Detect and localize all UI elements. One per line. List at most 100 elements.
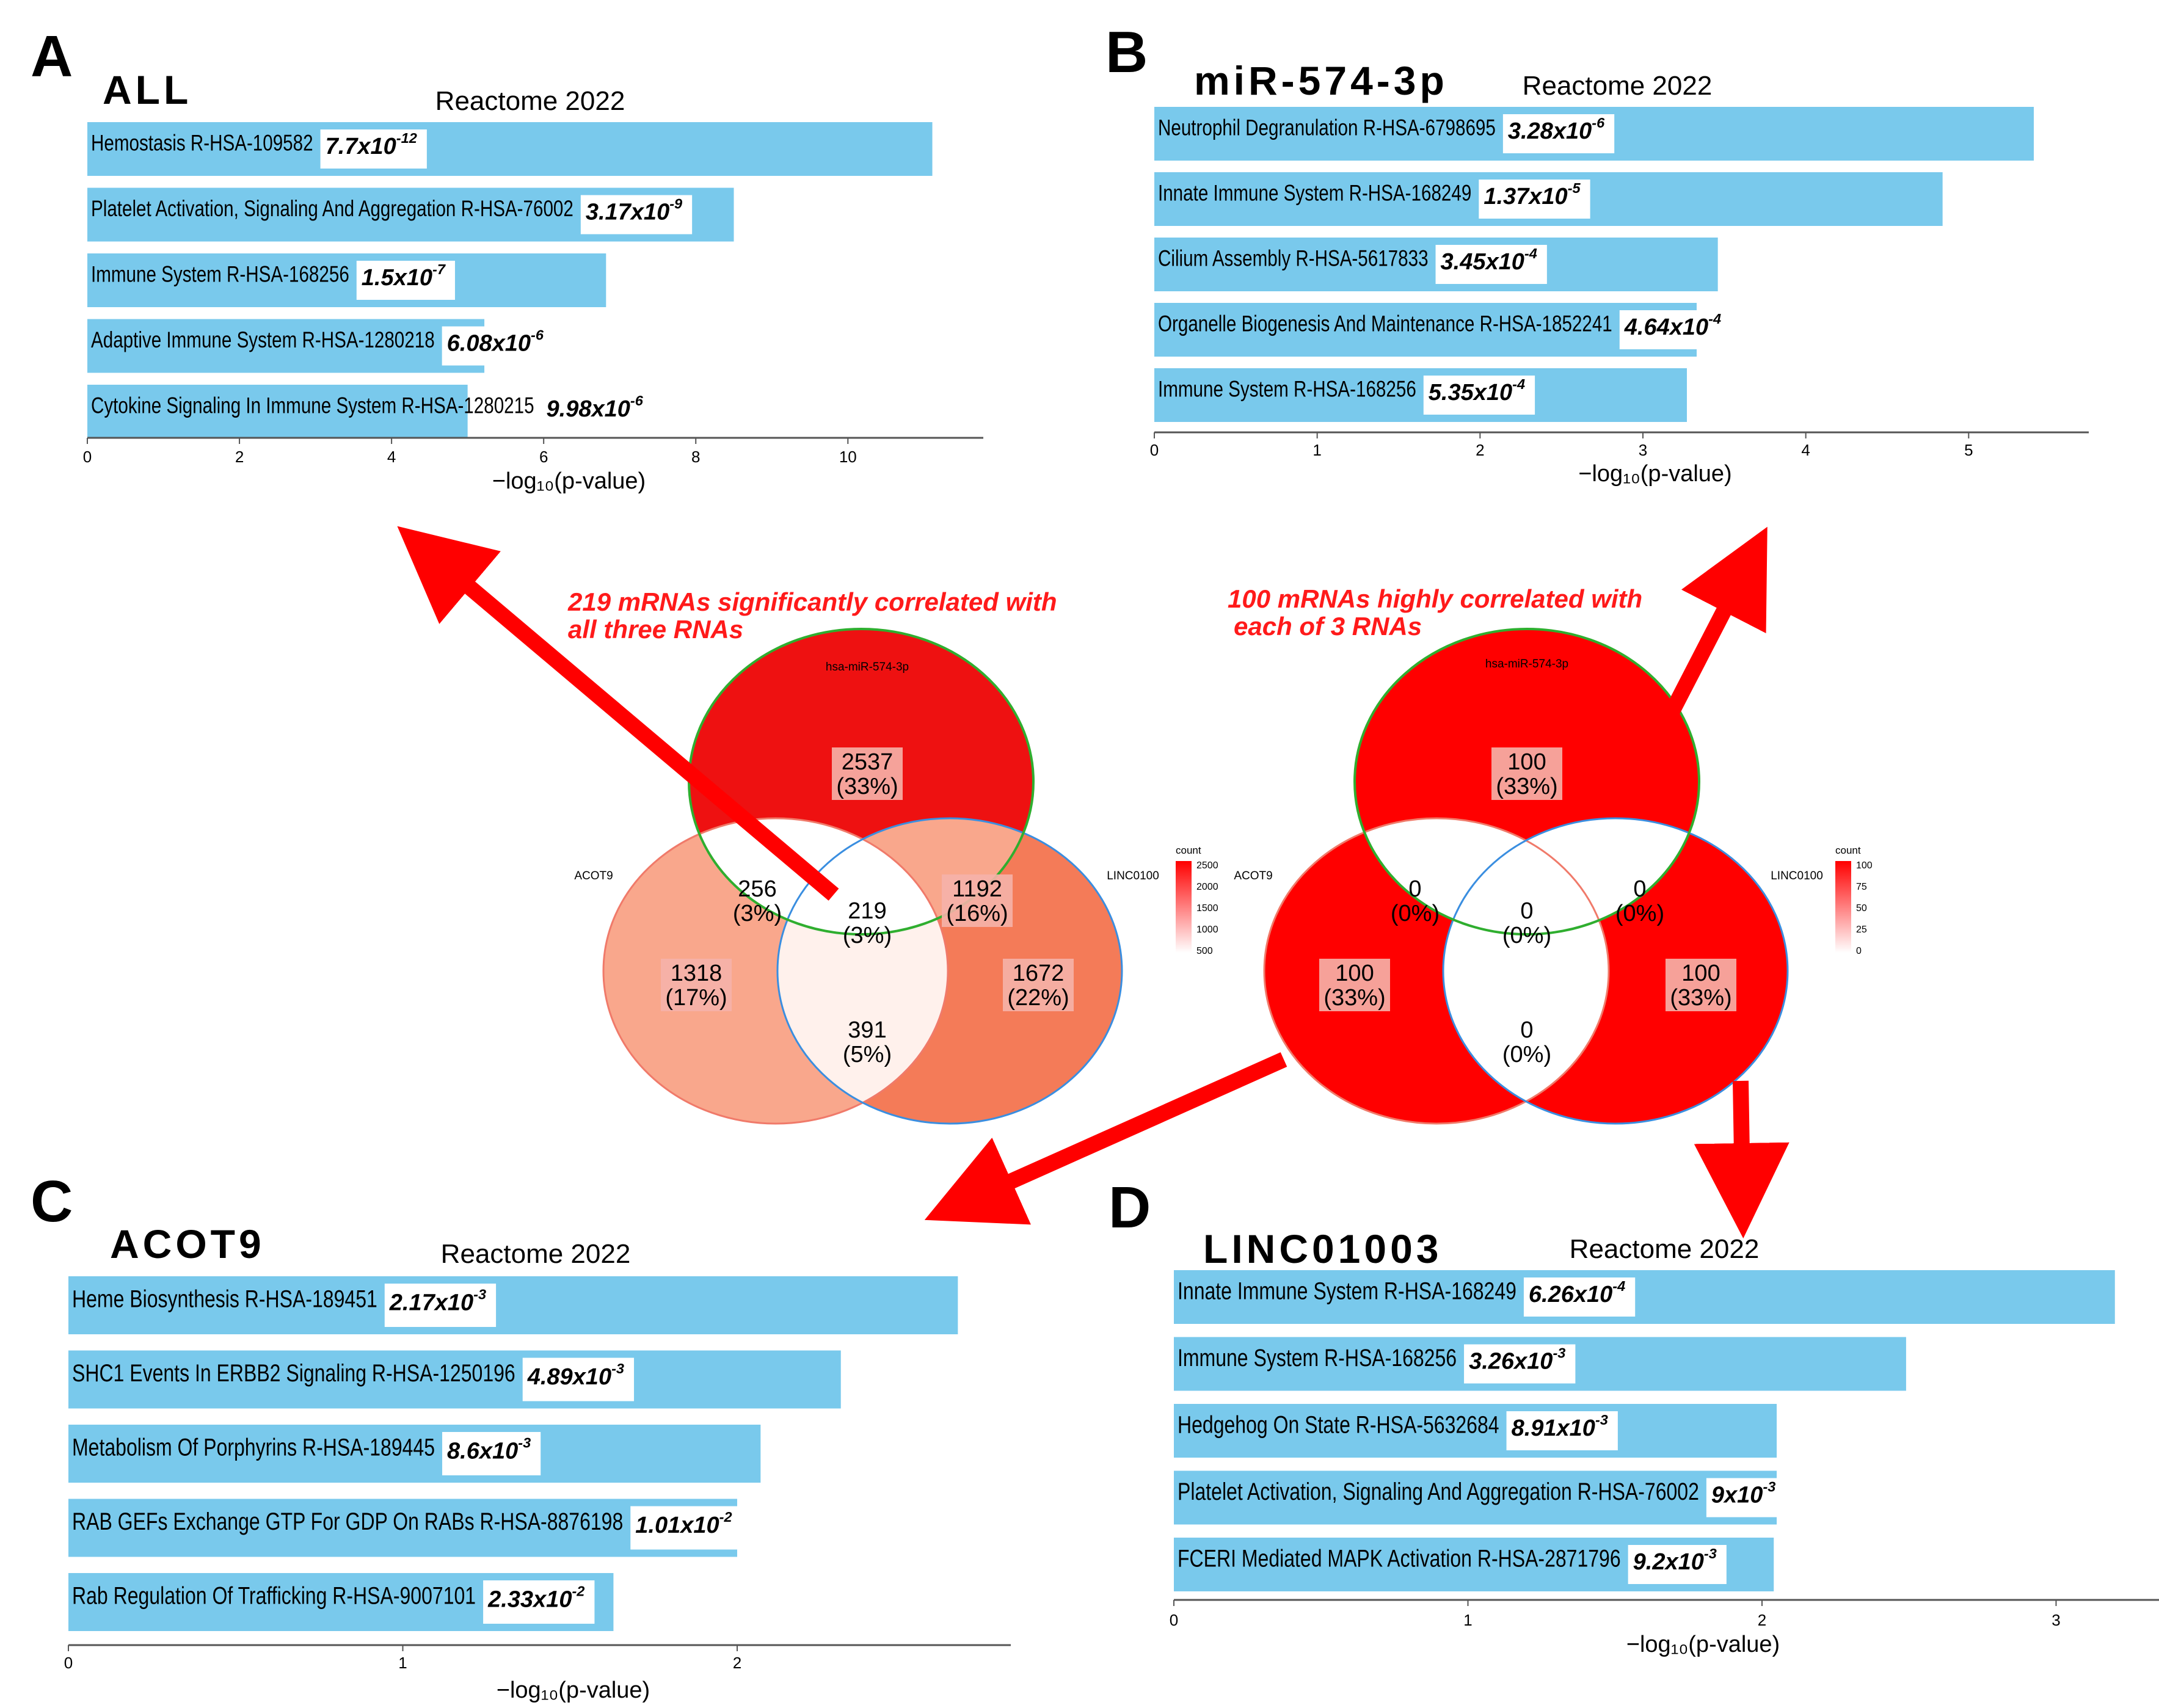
chart-title: Reactome 2022 <box>435 86 625 116</box>
bar <box>87 253 606 307</box>
x-axis-label: −log₁₀(p-value) <box>497 1677 650 1703</box>
p-value-label: 6.26x10-4 <box>1529 1278 1625 1307</box>
bar <box>1174 1470 1777 1525</box>
legend-tick-label: 1000 <box>1196 925 1218 935</box>
venn-count-box <box>1319 959 1390 1011</box>
x-tick-label: 2 <box>1476 441 1484 459</box>
venn-percent: (33%) <box>836 774 898 799</box>
venn-count: 2537 <box>842 749 894 775</box>
venn-percent: (3%) <box>843 923 892 948</box>
venn-count: 0 <box>1633 876 1646 902</box>
chart-subtitle: ACOT9 <box>110 1221 265 1266</box>
x-tick-label: 0 <box>83 448 92 466</box>
bar-category-label: Cilium Assembly R-HSA-5617833 <box>1158 246 1429 271</box>
bar <box>1174 1270 2115 1324</box>
venn-outline-top <box>1353 628 1700 936</box>
x-tick-label: 2 <box>235 448 244 466</box>
legend-tick-label: 0 <box>1856 946 1862 956</box>
p-value-label: 4.89x10-3 <box>527 1361 624 1390</box>
x-tick-label: 4 <box>387 448 396 466</box>
venn-count-box <box>1666 959 1736 1011</box>
bar <box>68 1276 958 1334</box>
x-tick-label: 1 <box>398 1654 407 1672</box>
p-value-label: 7.7x10-12 <box>326 130 417 159</box>
venn-note-left-line1: 219 mRNAs significantly correlated with <box>567 587 1057 616</box>
bar-category-label: FCERI Mediated MAPK Activation R-HSA-287… <box>1178 1546 1621 1572</box>
p-value-box <box>384 1284 497 1327</box>
bar-category-label: Platelet Activation, Signaling And Aggre… <box>1178 1478 1699 1505</box>
panel-letter-b: B <box>1105 20 1148 85</box>
venn-count-box <box>1003 959 1074 1011</box>
p-value-box <box>1423 376 1535 415</box>
x-tick-label: 4 <box>1801 441 1810 459</box>
venn-count: 100 <box>1681 961 1720 986</box>
venn-percent: (5%) <box>843 1042 892 1067</box>
chart-title: Reactome 2022 <box>441 1239 631 1269</box>
panel-letter-c: C <box>31 1169 73 1234</box>
panel-letter-d: D <box>1109 1175 1151 1240</box>
p-value-label: 9.2x10-3 <box>1633 1546 1717 1575</box>
venn-count: 100 <box>1507 749 1546 775</box>
venn-percent: (33%) <box>1496 774 1557 799</box>
p-value-box <box>1523 1277 1636 1317</box>
x-tick-label: 3 <box>2052 1611 2060 1629</box>
venn-count-box <box>1491 747 1562 800</box>
bar-category-label: Innate Immune System R-HSA-168249 <box>1178 1278 1516 1305</box>
venn-percent: (33%) <box>1670 985 1731 1011</box>
bar-chart-linc01003: LINC01003 Reactome 2022 Innate Immune Sy… <box>1170 1226 2159 1657</box>
p-value-box <box>1506 1411 1618 1450</box>
x-axis-label: −log₁₀(p-value) <box>492 468 646 494</box>
legend-tick-label: 2000 <box>1196 882 1218 892</box>
bar-category-label: Innate Immune System R-HSA-168249 <box>1158 181 1471 206</box>
venn-count: 1318 <box>671 961 723 986</box>
p-value-label: 5.35x10-4 <box>1429 376 1525 405</box>
x-tick-label: 1 <box>1463 1611 1472 1629</box>
venn-outline-left <box>1263 817 1610 1125</box>
p-value-box <box>320 129 427 169</box>
p-value-label: 3.45x10-4 <box>1441 245 1537 275</box>
venn-count: 0 <box>1408 876 1421 902</box>
x-tick-label: 10 <box>839 448 857 466</box>
x-tick-label: 6 <box>539 448 548 466</box>
legend-tick-label: 2500 <box>1196 860 1218 871</box>
legend-colorbar <box>1835 861 1851 953</box>
bar-category-label: Metabolism Of Porphyrins R-HSA-189445 <box>72 1434 435 1461</box>
x-tick-label: 0 <box>1170 1611 1178 1629</box>
p-value-label: 4.64x10-4 <box>1624 311 1721 340</box>
legend-title: count <box>1835 845 1861 856</box>
x-axis-label: −log₁₀(p-value) <box>1578 461 1731 487</box>
venn-count: 100 <box>1335 961 1374 986</box>
venn-percent: (33%) <box>1323 985 1385 1011</box>
venn-percent: (16%) <box>946 901 1008 926</box>
p-value-label: 3.28x10-6 <box>1508 115 1605 144</box>
x-axis-label: −log₁₀(p-value) <box>1626 1632 1780 1657</box>
venn-note-left-line2: all three RNAs <box>568 615 743 644</box>
bar <box>68 1350 841 1409</box>
bar-category-label: Hemostasis R-HSA-109582 <box>91 131 313 156</box>
arrows <box>397 526 1789 1238</box>
venn-percent: (0%) <box>1615 901 1664 926</box>
venn-note-right-line2: each of 3 RNAs <box>1234 612 1422 641</box>
legend-title: count <box>1176 845 1201 856</box>
p-value-label: 1.5x10-7 <box>362 261 446 291</box>
p-value-box <box>630 1506 742 1550</box>
bar-category-label: Neutrophil Degranulation R-HSA-6798695 <box>1158 115 1496 140</box>
bar-chart-all: ALL Reactome 2022 Hemostasis R-HSA-10958… <box>83 67 983 494</box>
legend-tick-label: 75 <box>1856 882 1867 892</box>
bar-chart-mir-574-3p: miR-574-3p Reactome 2022 Neutrophil Degr… <box>1150 58 2089 487</box>
p-value-box <box>1628 1545 1727 1584</box>
bar <box>87 319 485 373</box>
bar <box>87 122 933 176</box>
venn-outline-left <box>602 817 949 1125</box>
venn-count: 1672 <box>1013 961 1065 986</box>
bar-category-label: Hedgehog On State R-HSA-5632684 <box>1178 1412 1499 1439</box>
p-value-label: 3.17x10-9 <box>586 196 682 225</box>
p-value-box <box>1435 245 1547 284</box>
bar <box>68 1425 761 1483</box>
venn-outline-right <box>776 817 1123 1125</box>
p-value-label: 2.17x10-3 <box>389 1287 486 1316</box>
venn-count: 256 <box>738 876 776 902</box>
x-tick-label: 8 <box>691 448 700 466</box>
